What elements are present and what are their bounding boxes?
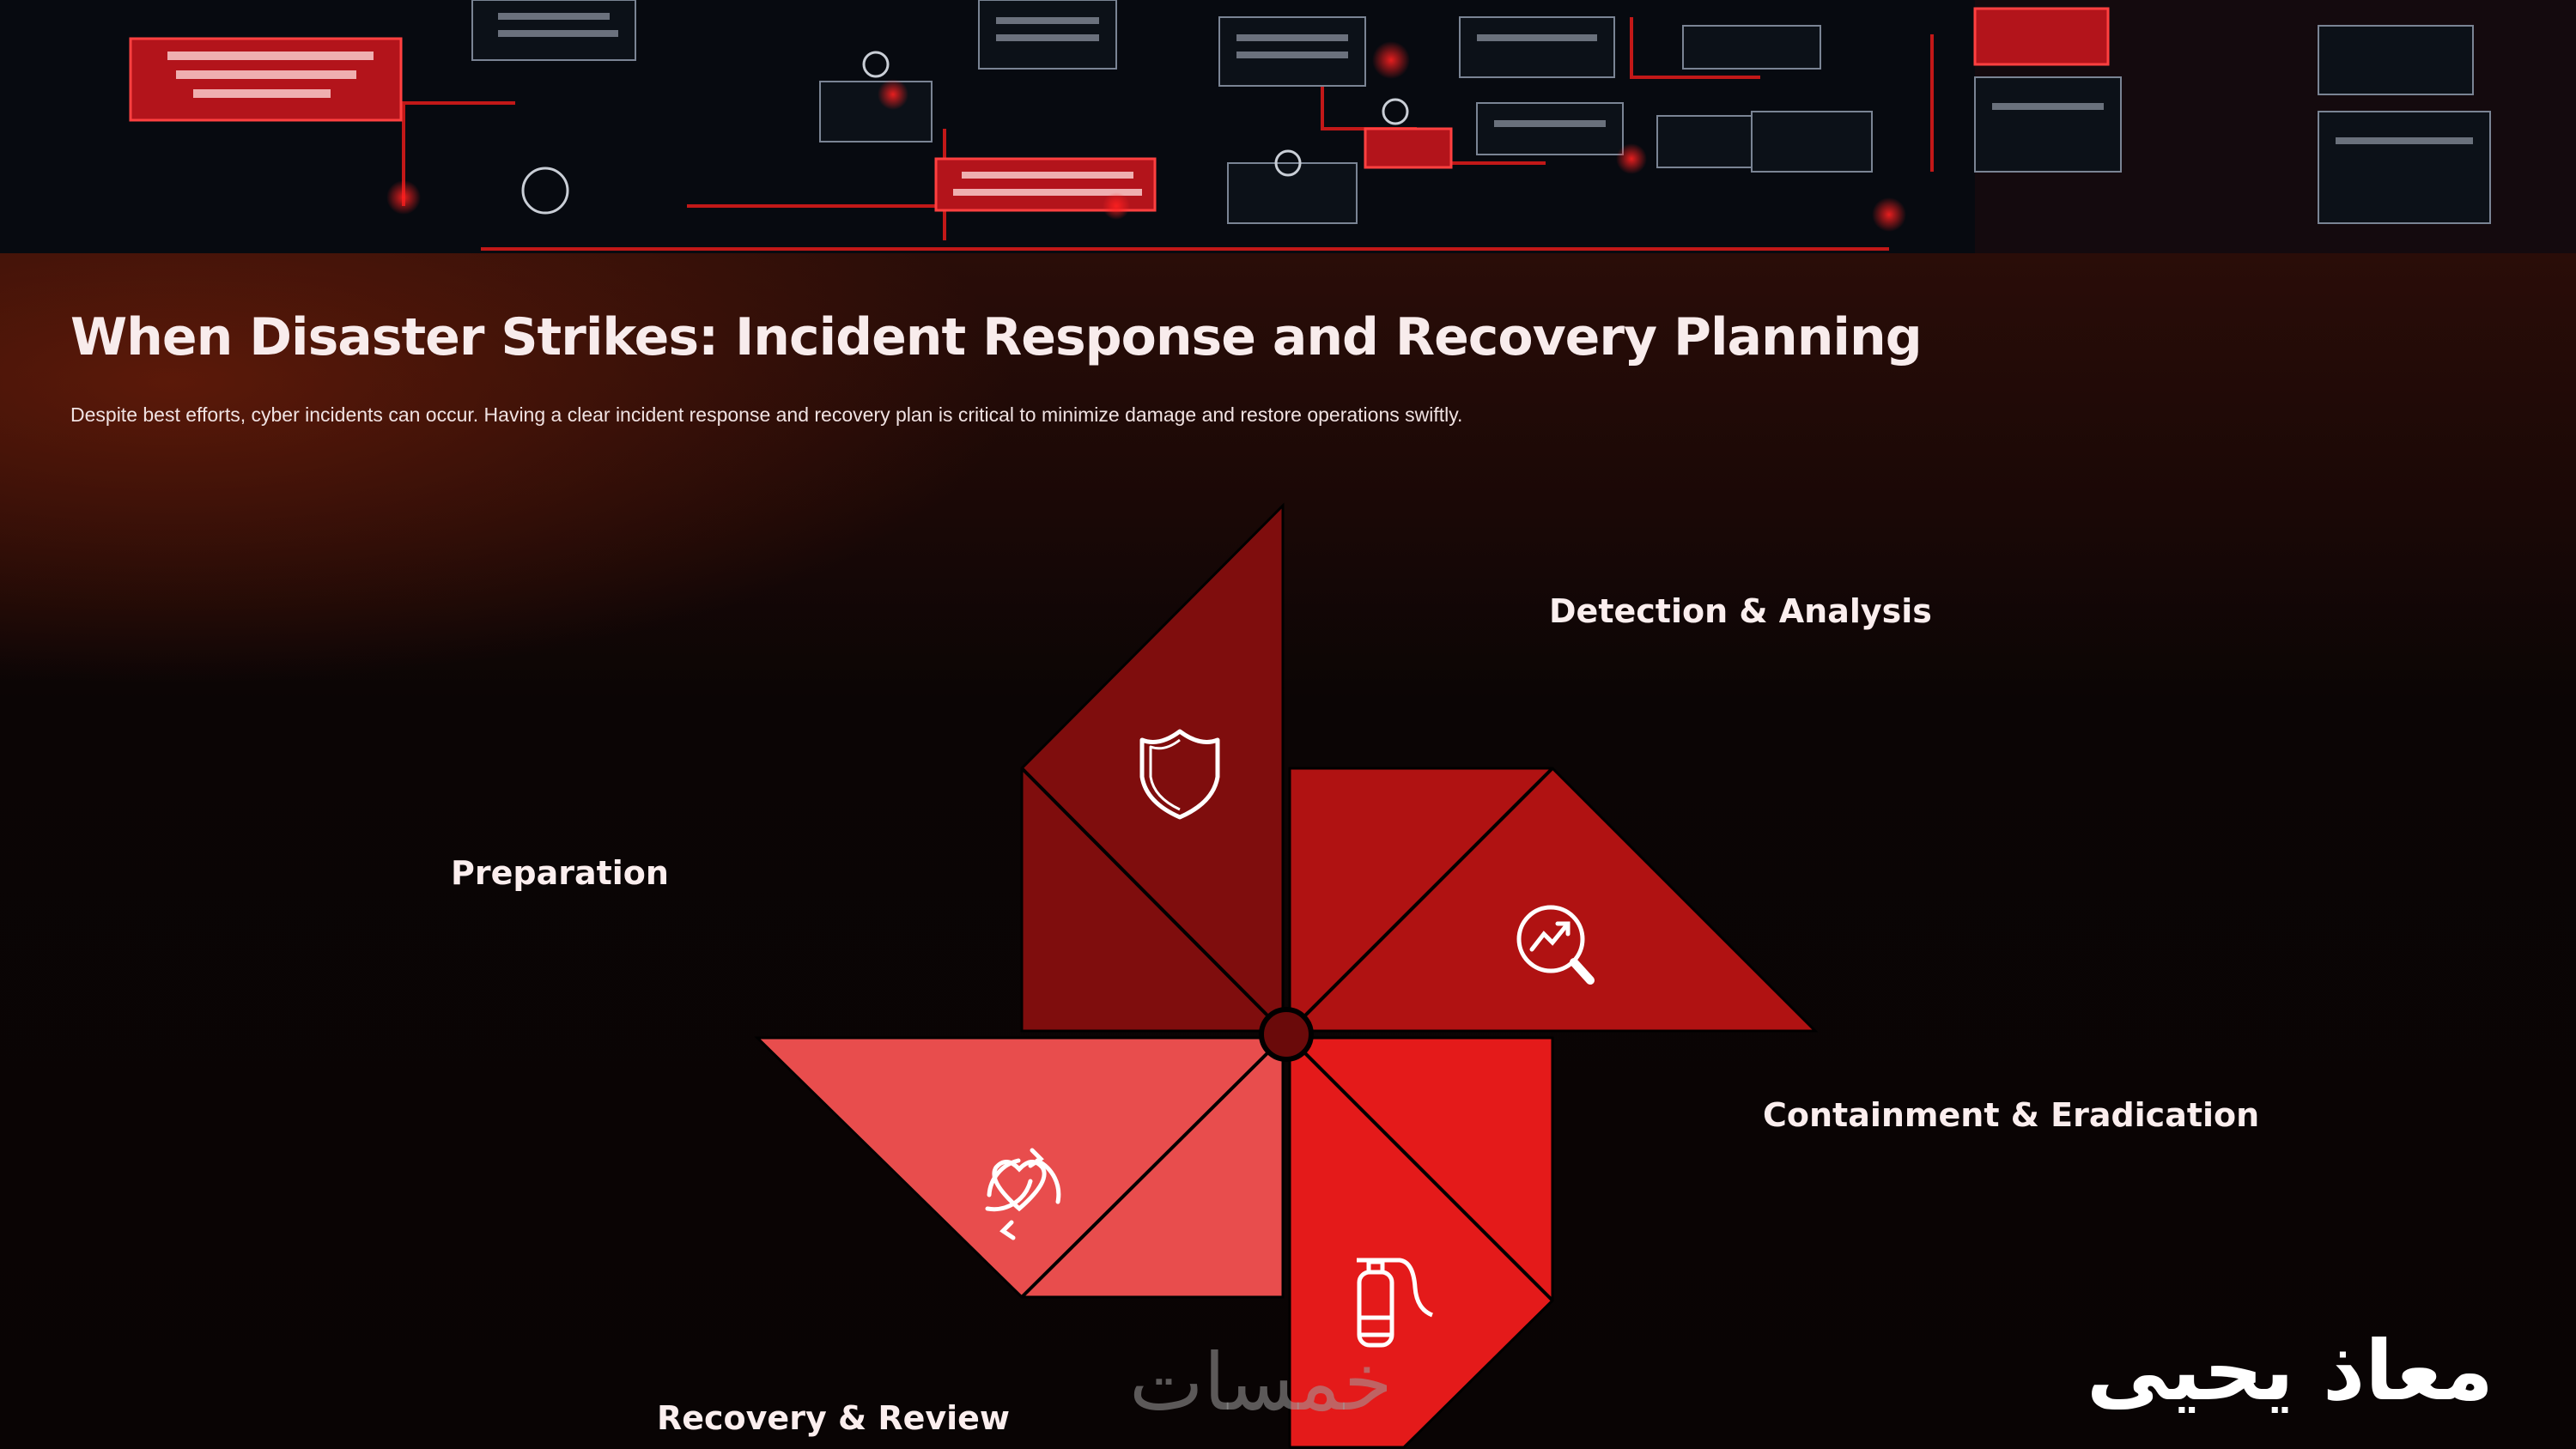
heart-refresh-icon [985, 1148, 1061, 1240]
shield-icon [1139, 729, 1220, 820]
hero-image-flowchart [0, 0, 2576, 253]
blade-detection-analysis[interactable] [1285, 767, 1819, 1036]
slide-body [0, 253, 2576, 1449]
stage-label-recovery-review: Recovery & Review [657, 1399, 1011, 1437]
page-subtitle: Despite best efforts, cyber incidents ca… [70, 403, 1463, 426]
magnifier-trend-icon [1516, 905, 1595, 985]
page-title: When Disaster Strikes: Incident Response… [70, 307, 1923, 367]
stage-label-preparation: Preparation [451, 854, 669, 892]
stage-label-containment-eradication: Containment & Eradication [1763, 1096, 2260, 1134]
blade-containment-eradication[interactable] [1285, 1033, 1554, 1449]
stage-label-detection-analysis: Detection & Analysis [1549, 592, 1932, 630]
flowchart-illustration [0, 0, 2576, 253]
fire-extinguisher-icon [1357, 1258, 1434, 1348]
author-name: معاذ يحيى [2087, 1323, 2494, 1419]
watermark-logo: خمسات [1129, 1337, 1393, 1428]
blade-preparation[interactable] [1020, 502, 1288, 1036]
pinwheel-hub [1259, 1007, 1314, 1062]
